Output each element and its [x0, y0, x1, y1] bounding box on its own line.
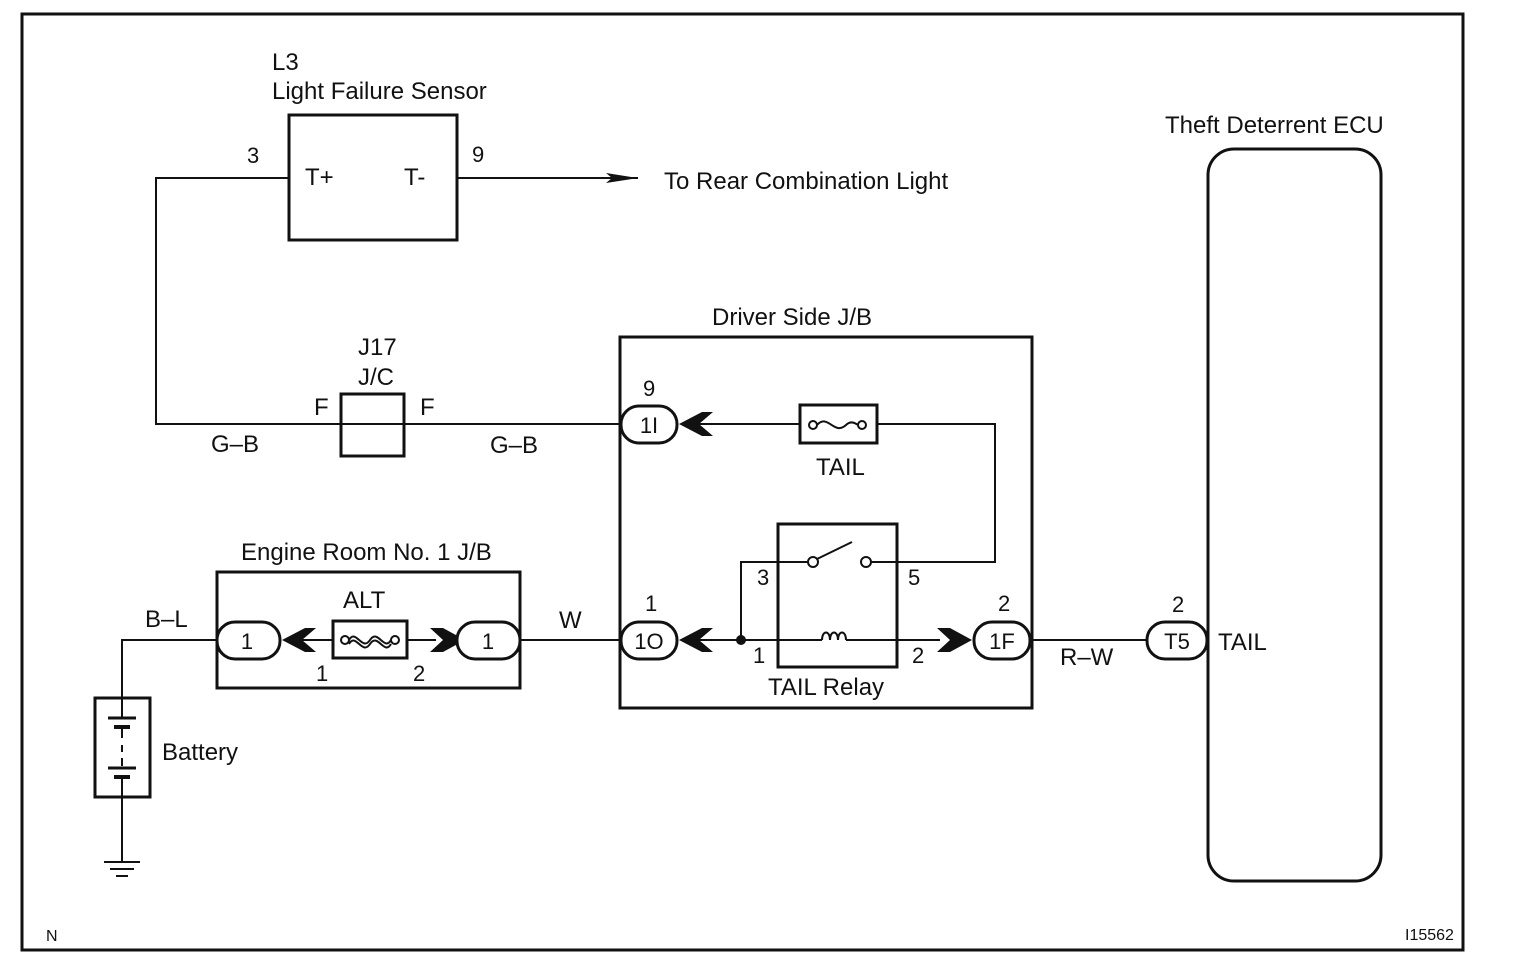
- engine-conn-right-label: 1: [482, 629, 494, 654]
- relay-switch-contact: [816, 541, 853, 560]
- relay-pin-2: 2: [912, 643, 924, 668]
- conn-1i: [619, 404, 679, 445]
- tail-relay-box: [776, 522, 899, 669]
- j17-pin-left: F: [314, 394, 329, 421]
- figure-code: I15562: [1405, 927, 1454, 944]
- wire-gb-right-label: G–B: [490, 432, 538, 459]
- wire-rw-label: R–W: [1060, 644, 1114, 671]
- engine-conn-left-label: 1: [241, 629, 253, 654]
- wire-l3-to-j17: [155, 177, 341, 425]
- conn-1f-chevron: [937, 628, 972, 652]
- relay-pin-1: 1: [753, 643, 765, 668]
- conn-1f-pin: 2: [998, 591, 1010, 616]
- relay-coil: [821, 631, 847, 641]
- ground-symbol: [104, 797, 140, 877]
- l3-terminal-minus: T-: [404, 164, 425, 191]
- ecu-connector-label: T5: [1164, 629, 1190, 654]
- battery-label: Battery: [162, 739, 238, 766]
- driver-side-jb: Driver Side J/B 9 1I TAIL 3 5 1 2 TAIL R…: [618, 304, 1034, 710]
- ecu-terminal-label: TAIL: [1218, 629, 1267, 656]
- wire-bl-label: B–L: [145, 606, 188, 633]
- conn-1f-label: 1F: [989, 629, 1015, 654]
- corner-label-left: N: [46, 928, 58, 945]
- engine-pin-2: 2: [413, 661, 425, 686]
- diagram-frame: [20, 12, 1465, 952]
- j17-pin-right: F: [420, 394, 435, 421]
- relay-pin-3: 3: [757, 565, 769, 590]
- driver-jb-title: Driver Side J/B: [712, 304, 872, 331]
- wire-fuse-to-relay: [877, 423, 996, 563]
- engine-conn-right-chevron: [430, 628, 465, 652]
- j17-code: J17: [358, 334, 397, 361]
- conn-1o-pin: 1: [645, 591, 657, 616]
- junction-dot: [736, 635, 746, 645]
- relay-pin-5: 5: [908, 565, 920, 590]
- l3-pin-9: 9: [472, 142, 484, 167]
- conn-1i-pin: 9: [643, 376, 655, 401]
- junction-connector-j17: J17 J/C F F: [314, 334, 435, 458]
- battery: Battery: [93, 696, 238, 799]
- engine-pin-1: 1: [316, 661, 328, 686]
- tail-fuse-label: TAIL: [816, 454, 865, 481]
- theft-deterrent-ecu: Theft Deterrent ECU 2 T5 TAIL: [1145, 112, 1384, 883]
- l3-terminal-plus: T+: [305, 164, 334, 191]
- conn-1i-chevron: [679, 412, 713, 436]
- wire-gb-left-label: G–B: [211, 431, 259, 458]
- engine-jb-box: [215, 570, 522, 690]
- rear-light-label: To Rear Combination Light: [664, 168, 948, 195]
- engine-room-jb: Engine Room No. 1 J/B 1 ALT 1 2 1: [215, 539, 522, 690]
- conn-1i-label: 1I: [640, 413, 658, 438]
- light-failure-sensor: L3 Light Failure Sensor T+ T- 3 9: [247, 49, 487, 242]
- wire-battery-to-engine: [121, 639, 217, 698]
- ecu-box: [1206, 147, 1383, 883]
- l3-pin-3: 3: [247, 143, 259, 168]
- conn-1o-label: 1O: [634, 629, 663, 654]
- engine-conn-left-chevron: [282, 628, 316, 652]
- ecu-pin: 2: [1172, 592, 1184, 617]
- alt-fuse-label: ALT: [343, 587, 386, 614]
- j17-name: J/C: [358, 364, 394, 391]
- engine-jb-title: Engine Room No. 1 J/B: [241, 539, 492, 566]
- wire-relay-pin3: [740, 561, 778, 640]
- relay-name: TAIL Relay: [768, 674, 884, 701]
- driver-jb-box: [618, 335, 1034, 710]
- l3-name: Light Failure Sensor: [272, 78, 487, 105]
- ecu-connector-t5: [1145, 620, 1209, 661]
- l3-code: L3: [272, 49, 299, 76]
- conn-1o-chevron: [679, 628, 713, 652]
- ecu-title: Theft Deterrent ECU: [1165, 112, 1384, 139]
- wire-w-label: W: [559, 607, 582, 634]
